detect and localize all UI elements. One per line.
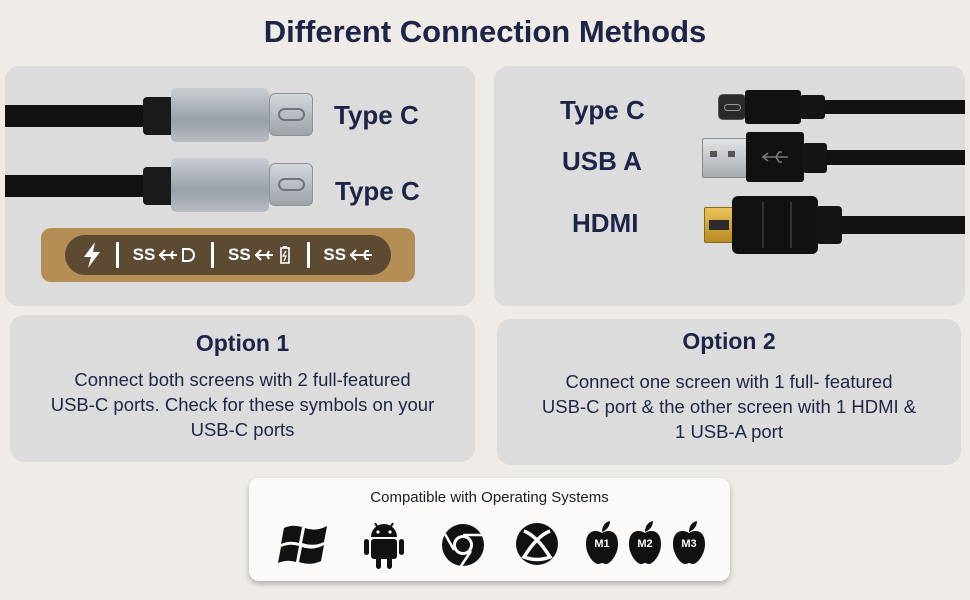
usb-a-cable-body	[746, 132, 804, 182]
usb-a-plug-icon	[702, 138, 747, 178]
option-1-line: Connect both screens with 2 full-feature…	[74, 369, 411, 390]
hdmi-cable-body	[732, 196, 818, 254]
page-title: Different Connection Methods	[263, 14, 707, 49]
option-2-line: 1 USB-A port	[675, 421, 783, 442]
apple-chip-label: M1	[594, 538, 610, 550]
symbol-divider	[306, 242, 310, 268]
cable-2	[5, 175, 150, 197]
usb-a-cable-boot	[803, 143, 827, 173]
mixed-ports-panel: Type C USB A HDMI	[494, 66, 965, 306]
option-2-panel: Option 2 Connect one screen with 1 full-…	[497, 319, 961, 465]
usb-icon: SS	[323, 245, 374, 265]
hdmi-label: HDMI	[572, 208, 639, 238]
lightning-icon	[82, 242, 102, 268]
hdmi-plug-icon	[704, 207, 734, 243]
option-1-description: Connect both screens with 2 full-feature…	[10, 367, 475, 442]
type-c-label: Type C	[560, 95, 645, 125]
usb-c-black-plug-icon	[718, 94, 746, 120]
option-1-line: USB-C ports. Check for these symbols on …	[50, 394, 435, 415]
usb-c-cable-body	[745, 90, 801, 124]
apple-m3-icon: M3	[671, 520, 707, 566]
android-icon	[364, 522, 404, 569]
option-1-title: Option 1	[195, 330, 290, 356]
symbol-divider	[115, 242, 119, 268]
os-compatibility-box: Compatible with Operating Systems	[249, 478, 730, 581]
cable-1	[5, 105, 150, 127]
usb-c-cable-boot	[800, 95, 825, 119]
option-2-line: Connect one screen with 1 full- featured	[565, 371, 893, 392]
port-symbols-pill: SS SS SS	[65, 235, 391, 275]
option-2-title: Option 2	[682, 328, 776, 354]
usb-battery-icon: SS	[228, 245, 293, 265]
apple-m1-icon: M1	[584, 520, 620, 566]
symbol-ss-text: SS	[132, 245, 156, 264]
symbol-ss-text: SS	[227, 245, 251, 264]
apple-chip-label: M2	[637, 538, 653, 550]
apple-chip-label: M3	[681, 538, 697, 550]
usb-a-cable	[826, 150, 965, 165]
option-2-line: USB-C port & the other screen with 1 HDM…	[541, 396, 917, 417]
option-1-line: USB-C ports	[190, 419, 295, 440]
cable-2-housing	[171, 158, 269, 212]
usb-c-plug-icon	[269, 163, 313, 206]
cable-1-housing	[171, 88, 269, 142]
type-c-label-1: Type C	[334, 100, 419, 130]
usb-c-cable	[824, 100, 965, 114]
option-2-description: Connect one screen with 1 full- featured…	[497, 369, 961, 444]
usb-c-plug-icon	[269, 93, 313, 136]
symbol-ss-text: SS	[323, 245, 347, 264]
usb-display-icon: SS	[133, 245, 198, 265]
apple-m2-icon: M2	[627, 520, 663, 566]
xbox-icon	[516, 523, 558, 565]
usb-c-panel: Type C Type C SS SS SS	[5, 66, 475, 306]
windows-icon	[278, 525, 327, 564]
hdmi-cable-boot	[816, 206, 842, 244]
chrome-icon	[442, 524, 484, 567]
hdmi-cable	[840, 216, 965, 234]
port-symbols-bar: SS SS SS	[41, 228, 415, 282]
option-1-panel: Option 1 Connect both screens with 2 ful…	[10, 315, 475, 462]
type-c-label-2: Type C	[335, 176, 420, 206]
symbol-divider	[211, 242, 215, 268]
usb-a-label: USB A	[562, 146, 642, 176]
compat-title: Compatible with Operating Systems	[370, 489, 609, 506]
